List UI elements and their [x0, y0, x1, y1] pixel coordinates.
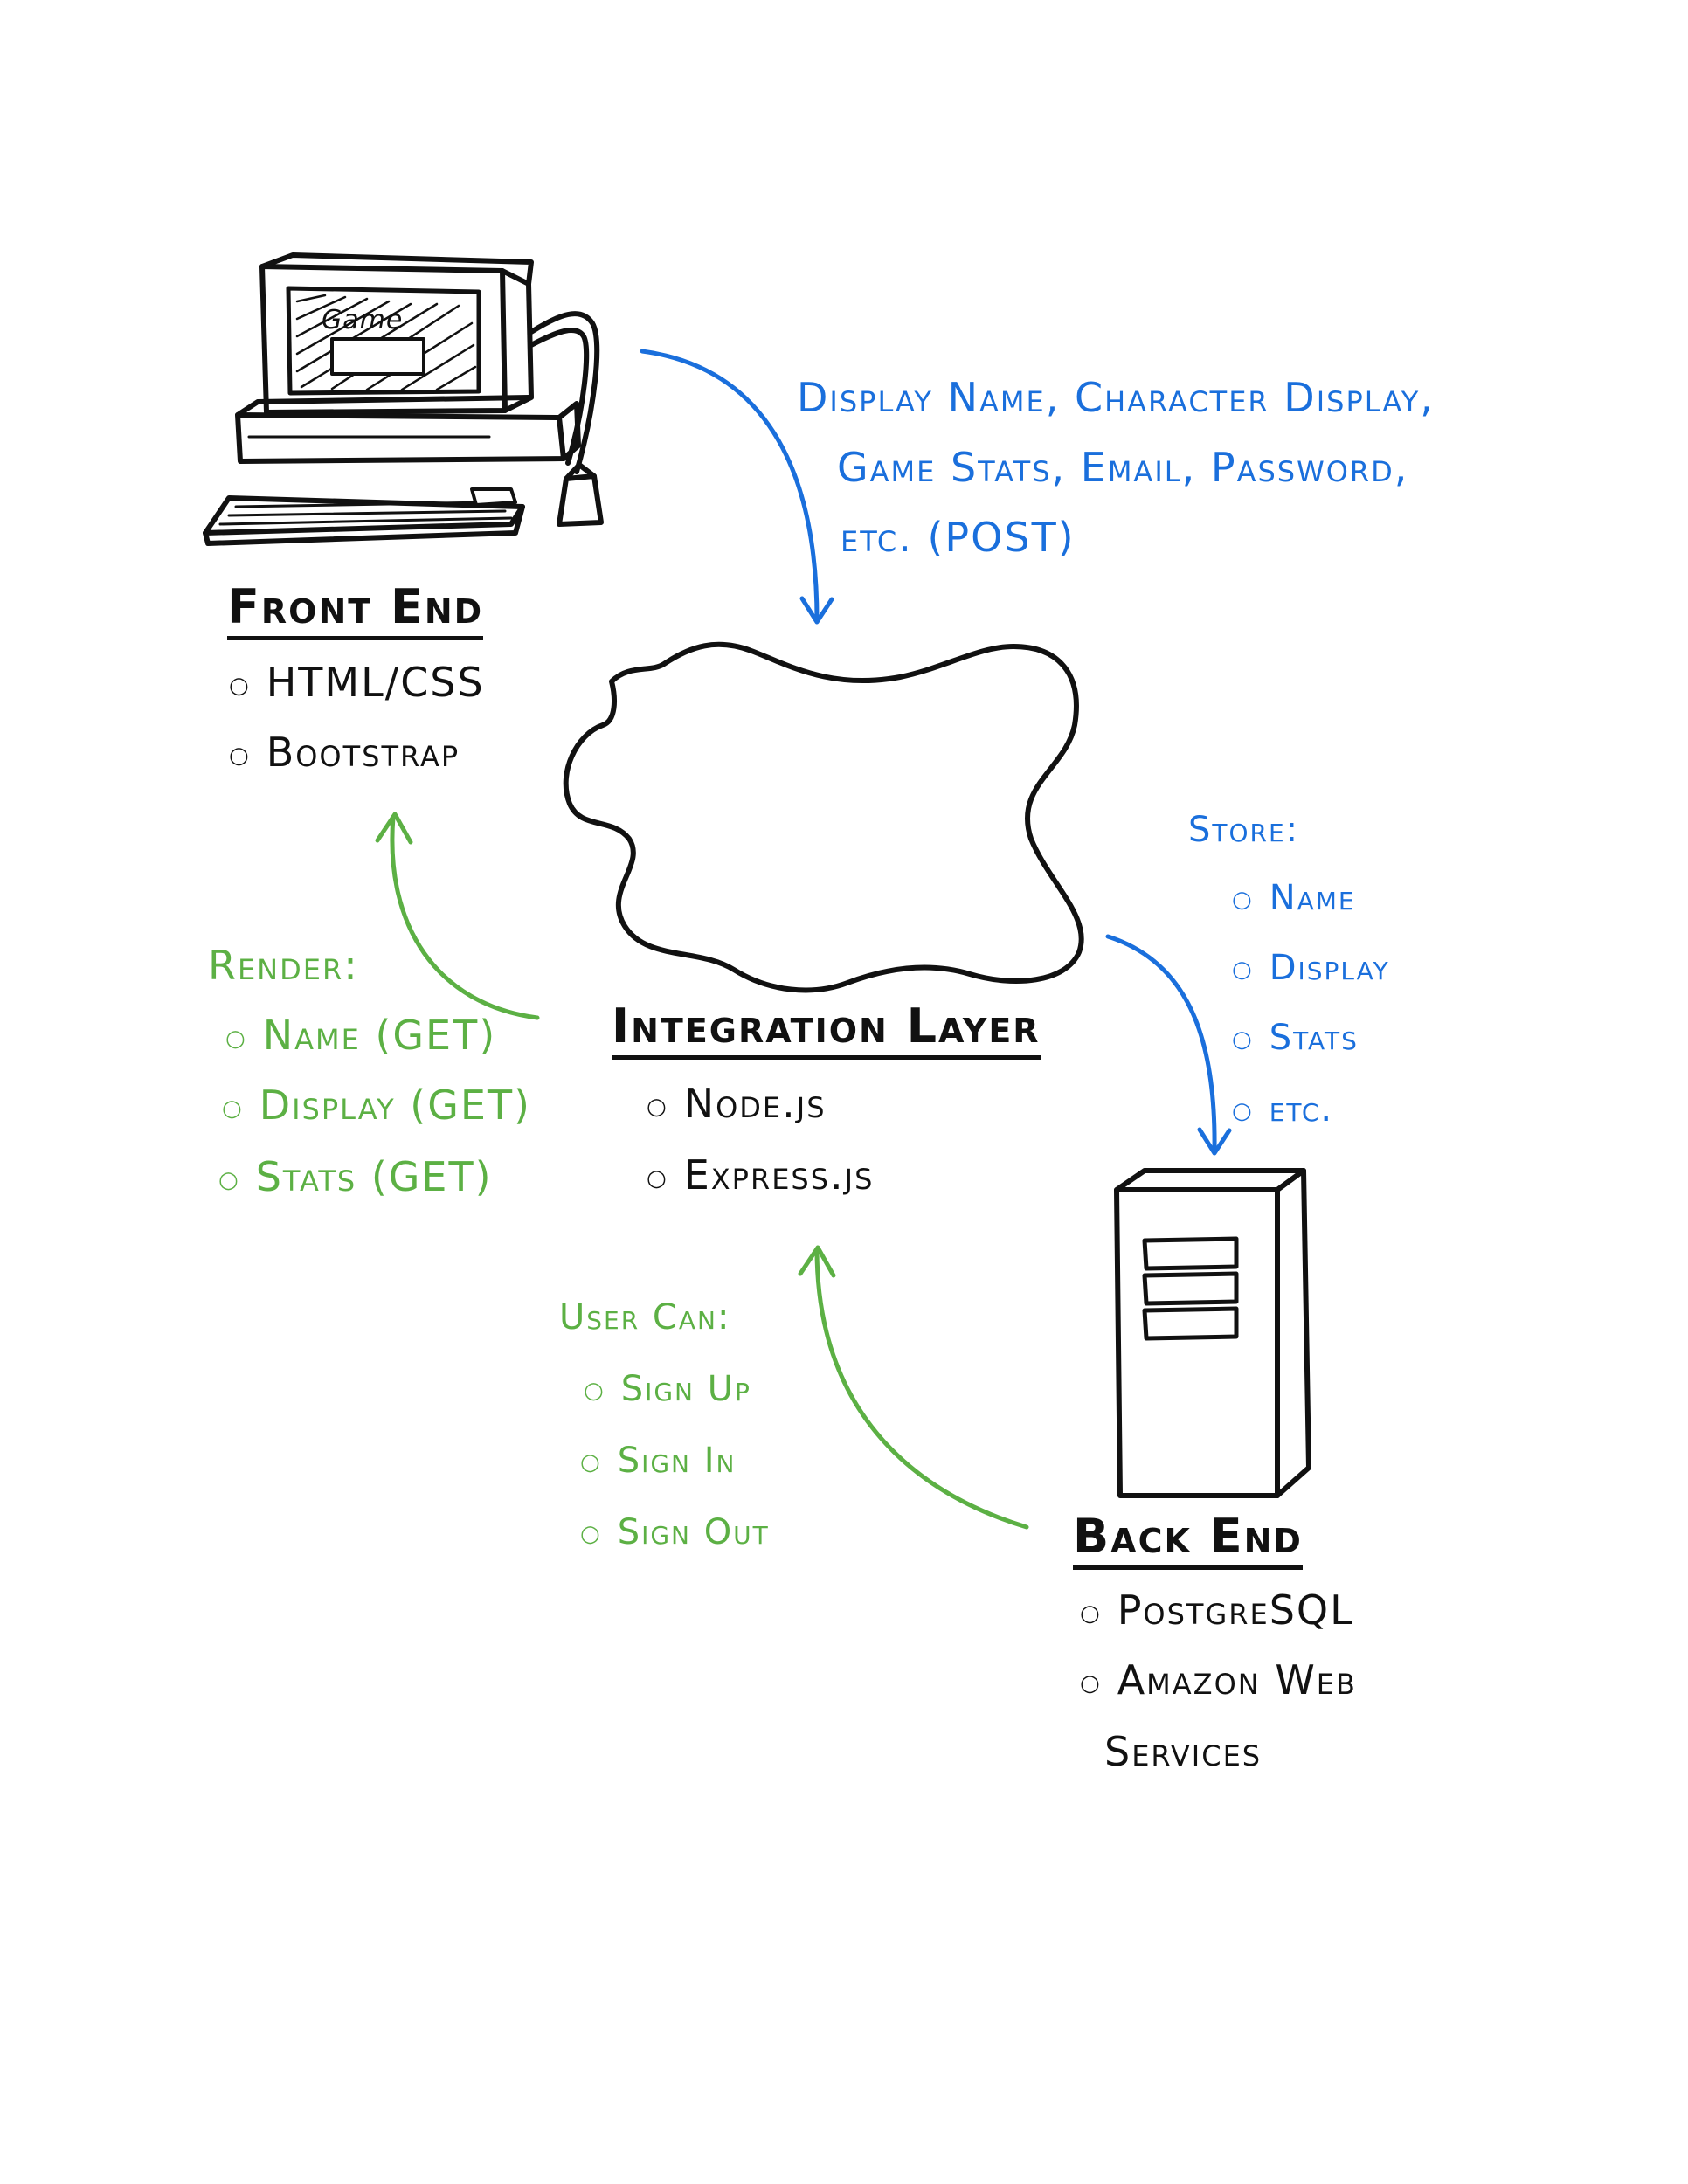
- computer-icon: [203, 252, 604, 546]
- bullet-icon: ○: [580, 1521, 602, 1547]
- render-note-item: ○Name (GET): [225, 1012, 497, 1059]
- store-note-item: ○Stats: [1232, 1018, 1359, 1058]
- render-note-item: ○Display (GET): [222, 1082, 531, 1129]
- render-arrow: [375, 812, 540, 1020]
- store-arrow: [1105, 934, 1232, 1156]
- bullet-icon: ○: [225, 1025, 247, 1052]
- post-note-line: etc. (POST): [841, 514, 1076, 561]
- store-note-item: ○etc.: [1232, 1089, 1334, 1130]
- bullet-icon: ○: [647, 1093, 668, 1120]
- post-arrow: [640, 349, 834, 625]
- front-end-item: ○HTML/CSS: [229, 659, 485, 706]
- front-end-item: ○Bootstrap: [229, 729, 460, 776]
- bullet-icon: ○: [1080, 1669, 1102, 1697]
- back-end-item: ○PostgreSQL: [1080, 1586, 1354, 1634]
- bullet-icon: ○: [584, 1378, 605, 1404]
- bullet-icon: ○: [1232, 957, 1254, 983]
- bullet-icon: ○: [1232, 1098, 1254, 1124]
- integration-layer-title: Integration Layer: [612, 1003, 1041, 1060]
- bullet-icon: ○: [1232, 887, 1254, 913]
- bullet-icon: ○: [1080, 1600, 1102, 1627]
- post-note-line: Game Stats, Email, Password,: [837, 444, 1409, 491]
- user-note-item: ○Sign In: [580, 1441, 737, 1481]
- server-icon: [1114, 1168, 1311, 1498]
- integration-item: ○Node.js: [647, 1080, 827, 1127]
- bullet-icon: ○: [229, 742, 251, 769]
- render-note-item: ○Stats (GET): [218, 1153, 493, 1200]
- bullet-icon: ○: [229, 672, 251, 699]
- back-end-item: ○Amazon Web: [1080, 1656, 1357, 1704]
- post-note-line: Display Name, Character Display,: [797, 374, 1435, 421]
- bullet-icon: ○: [1232, 1026, 1254, 1053]
- store-note-item: ○Display: [1232, 948, 1390, 988]
- screen-game-label: Game: [322, 305, 404, 335]
- bullet-icon: ○: [647, 1165, 668, 1192]
- back-end-item: Services: [1104, 1728, 1263, 1775]
- user-arrow: [798, 1245, 1029, 1530]
- integration-item: ○Express.js: [647, 1151, 875, 1199]
- bullet-icon: ○: [218, 1166, 240, 1193]
- front-end-title: Front End: [227, 584, 484, 640]
- cloud-icon: [563, 641, 1084, 993]
- user-note-item: ○Sign Out: [580, 1512, 770, 1552]
- user-note-item: ○Sign Up: [584, 1369, 751, 1409]
- render-note-title: Render:: [208, 942, 359, 989]
- store-note-item: ○Name: [1232, 878, 1356, 918]
- back-end-title: Back End: [1073, 1513, 1303, 1570]
- user-note-title: User Can:: [559, 1297, 731, 1337]
- bullet-icon: ○: [580, 1449, 602, 1476]
- store-note-title: Store:: [1188, 810, 1300, 850]
- bullet-icon: ○: [222, 1095, 244, 1122]
